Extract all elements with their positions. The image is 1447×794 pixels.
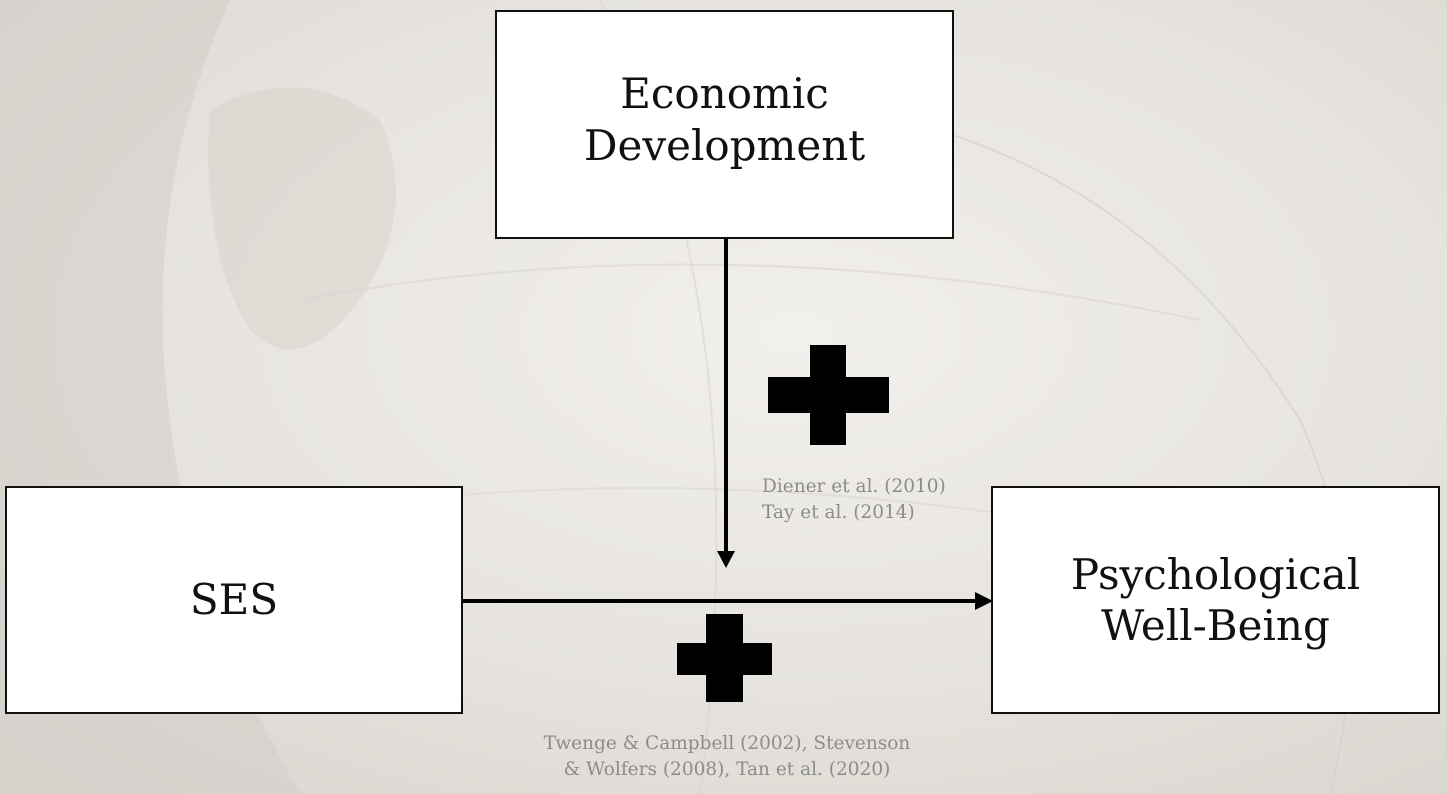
direct-arrow-head (975, 592, 993, 610)
economic-development-label-line2: Development (583, 120, 866, 170)
economic-development-label-line1: Economic (620, 69, 829, 119)
psychological-well-being-label-line2: Well-Being (1101, 601, 1330, 650)
psychological-well-being-box: Psychological Well-Being (991, 486, 1440, 714)
economic-development-box: Economic Development (495, 10, 954, 239)
moderation-citation-line1: Diener et al. (2010) (762, 476, 946, 497)
psychological-well-being-label-line1: Psychological (1070, 549, 1361, 599)
moderation-citation-line2: Tay et al. (2014) (762, 501, 915, 523)
direct-effect-citation: Twenge & Campbell (2002), Stevenson & Wo… (492, 731, 962, 783)
direct-effect-citation-line1: Twenge & Campbell (2002), Stevenson (543, 733, 911, 754)
ses-box: SES (5, 486, 463, 714)
moderation-plus-icon (768, 345, 889, 445)
direct-plus-icon (677, 614, 772, 702)
ses-label: SES (189, 575, 279, 625)
direct-effect-citation-line2: & Wolfers (2008), Tan et al. (2020) (563, 758, 891, 780)
moderation-citation: Diener et al. (2010) Tay et al. (2014) (762, 474, 946, 526)
moderation-arrow-head (717, 551, 735, 568)
